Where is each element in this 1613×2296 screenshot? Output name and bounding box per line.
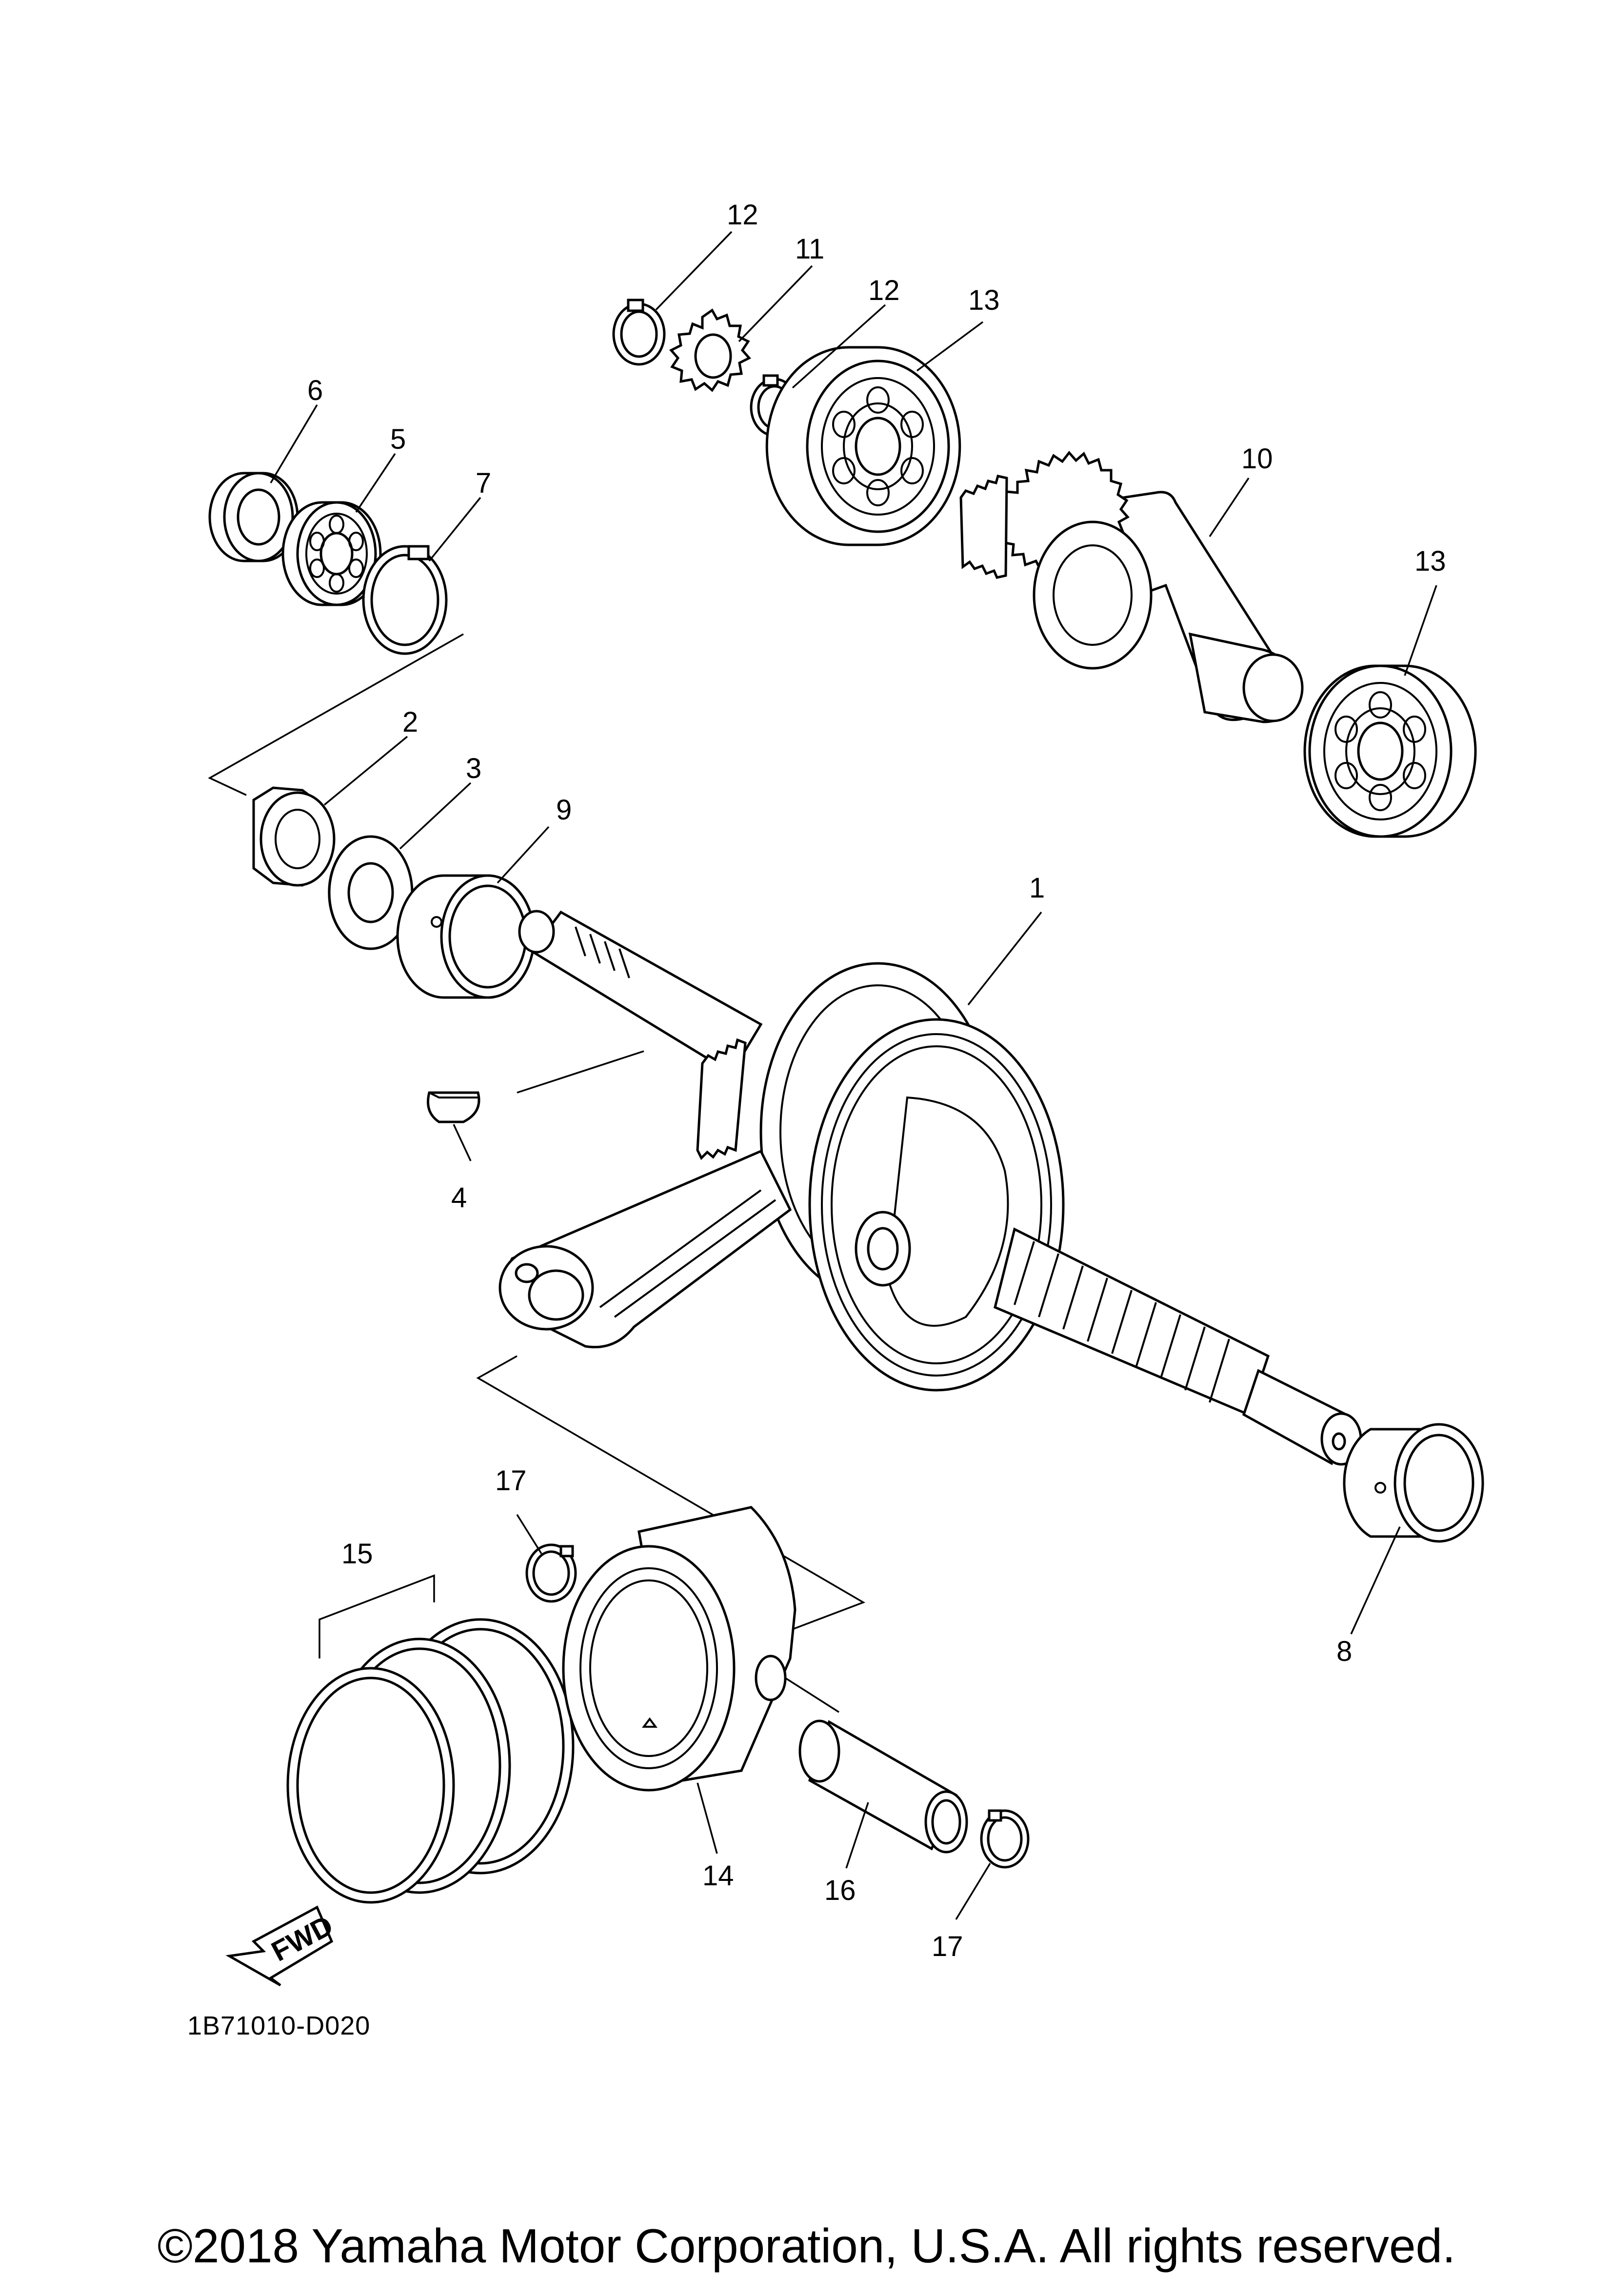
callout-9: 9 <box>556 794 572 826</box>
forward-arrow-icon: FWD <box>225 1905 338 1987</box>
group-bracket-lower <box>476 1355 866 1630</box>
diagram-code: 1B71010-D020 <box>187 2011 371 2040</box>
piston-rings-15 <box>286 1574 575 1904</box>
callout-12-lower: 12 <box>868 275 900 306</box>
callout-16: 16 <box>824 1875 856 1906</box>
callout-1: 1 <box>1029 872 1045 904</box>
callout-2: 2 <box>402 706 418 738</box>
piston-pin-clip-17-lower <box>980 1809 1030 1869</box>
callout-13-lower: 13 <box>1414 545 1446 577</box>
callout-17-lower: 17 <box>932 1931 963 1962</box>
collar-8 <box>1343 1423 1484 1543</box>
sprocket-11 <box>669 308 752 392</box>
callout-4: 4 <box>451 1182 467 1214</box>
circlip-7 <box>362 545 448 655</box>
callout-12-upper: 12 <box>727 199 758 231</box>
piston-pin-clip-17-upper <box>525 1543 577 1603</box>
callout-8: 8 <box>1336 1636 1352 1667</box>
callout-3: 3 <box>466 753 481 784</box>
callout-17-upper: 17 <box>495 1465 527 1497</box>
callout-11: 11 <box>795 233 824 265</box>
collar-9 <box>396 874 536 999</box>
callout-15: 15 <box>341 1538 373 1570</box>
nut-2 <box>252 786 336 887</box>
bearing-5 <box>281 501 382 606</box>
callout-5: 5 <box>390 423 406 455</box>
copyright-notice: ©2018 Yamaha Motor Corporation, U.S.A. A… <box>157 2219 1456 2273</box>
callout-7: 7 <box>476 467 491 499</box>
circlip-12-upper <box>612 299 666 366</box>
washer-3 <box>328 835 414 950</box>
callout-numbers: 12 11 12 13 10 13 6 5 7 2 3 9 1 4 8 17 1… <box>307 199 1446 1962</box>
balancer-shaft-10 <box>959 451 1304 723</box>
bearing-13-upper <box>765 346 961 546</box>
woodruff-key-4 <box>427 1091 480 1123</box>
crankshaft-1 <box>498 910 1362 1466</box>
piston-pin-16 <box>798 1719 968 1854</box>
group-bracket-upper-left <box>208 633 464 796</box>
callout-6: 6 <box>307 375 323 406</box>
oil-seal-6 <box>208 472 299 562</box>
callout-13-upper: 13 <box>968 284 1000 316</box>
callout-14: 14 <box>702 1860 734 1892</box>
piston-14 <box>562 1506 797 1792</box>
callout-10: 10 <box>1241 443 1273 475</box>
bearing-13-lower <box>1303 664 1477 838</box>
leader-lines <box>270 231 1437 1920</box>
